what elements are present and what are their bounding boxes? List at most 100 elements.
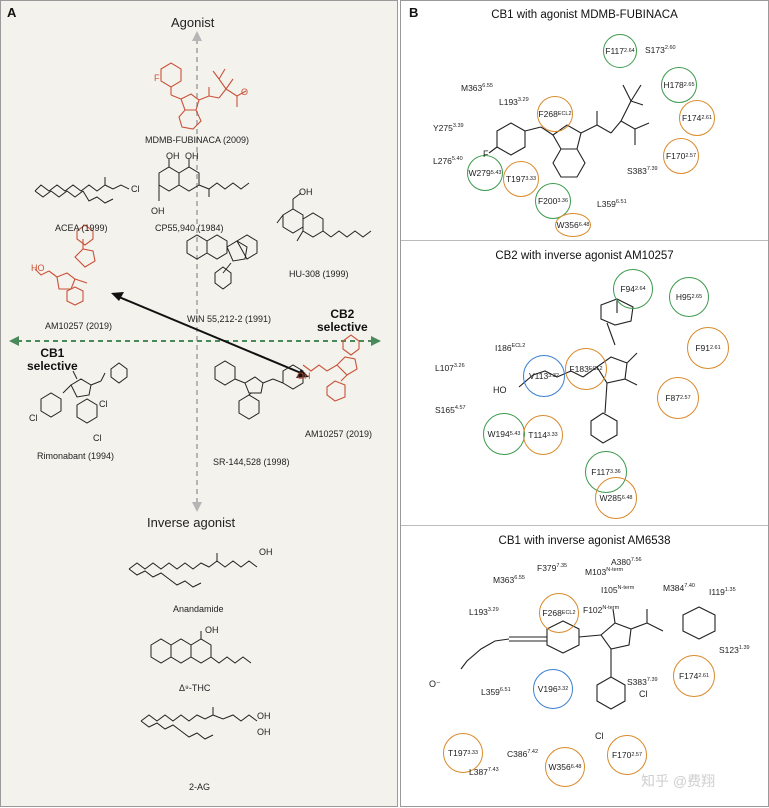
- atom-oh-cp-2: OH: [185, 151, 199, 161]
- residue-label: S1231.39: [719, 645, 750, 655]
- mdmb-fubinaca-caption: MDMB-FUBINACA (2009): [145, 135, 250, 145]
- acea-structure: [34, 177, 130, 204]
- atom-oh-anandamide: OH: [259, 547, 273, 557]
- atom-cl-rim-3: Cl: [93, 433, 102, 443]
- residue-label: M3847.40: [663, 583, 695, 593]
- atom-f-mdmb-b: F: [483, 149, 489, 159]
- residue-label: M3636.55: [461, 83, 493, 93]
- cp55940-caption: CP55,940 (1984): [155, 223, 224, 233]
- atom-cl-b-1: Cl: [639, 689, 648, 699]
- section-divider: [401, 525, 768, 526]
- am10257-right-structure: [302, 334, 360, 402]
- atom-oh-am-right: OH: [297, 371, 311, 381]
- residue-label: I186ECL2: [495, 343, 526, 353]
- residue-label: L1933.29: [499, 97, 529, 107]
- anandamide-caption: Anandamide: [173, 604, 224, 614]
- panel-a-structures: [9, 31, 381, 740]
- residue-label: I1191.35: [709, 587, 736, 597]
- section-title-cb1-agonist: CB1 with agonist MDMB-FUBINACA: [491, 9, 678, 21]
- win55212-caption: WIN 55,212-2 (1991): [187, 314, 272, 324]
- atom-oh-cp-1: OH: [166, 151, 180, 161]
- residue-label: S1654.57: [435, 405, 466, 415]
- cb2-selective-label: CB2 selective: [317, 307, 368, 334]
- residue-label: F3797.35: [537, 563, 568, 573]
- residue-label: S3837.39: [627, 677, 658, 687]
- win55212-structure: [186, 234, 258, 290]
- am10257-left-caption: AM10257 (2019): [45, 321, 113, 331]
- two-ag-structure: [140, 707, 258, 740]
- atom-cl-b-2: Cl: [595, 731, 604, 741]
- residue-label: M103N-term: [585, 567, 624, 577]
- cp55940-structure: [158, 159, 250, 201]
- sr144528-caption: SR-144,528 (1998): [213, 457, 290, 467]
- thc-caption: Δ⁹-THC: [179, 683, 211, 693]
- panel-a-label: A: [7, 5, 17, 20]
- down-arrow-icon: [192, 502, 202, 512]
- residue-label: I105N-term: [601, 585, 635, 595]
- panel-b: B CB1 with agonist MDMB-FUBINACA CB2 wit…: [400, 0, 769, 807]
- mdmb-fubinaca-structure: [160, 62, 247, 130]
- section-divider: [401, 240, 768, 241]
- two-ag-caption: 2-AG: [189, 782, 211, 792]
- residue-label: F102N-term: [583, 605, 620, 615]
- sr144528-structure: [214, 360, 304, 420]
- atom-oh-2ag-1: OH: [257, 711, 271, 721]
- residue-label: A3807.56: [611, 557, 642, 567]
- residue-label: C3867.42: [507, 749, 539, 759]
- am10257-right-caption: AM10257 (2019): [305, 429, 373, 439]
- atom-cl-acea: Cl: [131, 184, 140, 194]
- rimonabant-structure: [40, 362, 128, 424]
- atom-oh-2ag-2: OH: [257, 727, 271, 737]
- section-title-cb2-inverse: CB2 with inverse agonist AM10257: [495, 250, 674, 262]
- atom-ho-am-left: HO: [31, 263, 45, 273]
- am10257-left-structure: [34, 224, 96, 306]
- watermark: 知乎 @费翔: [641, 773, 716, 789]
- atom-oh-cp-3: OH: [151, 206, 165, 216]
- atom-ho-am10257-b: HO: [493, 385, 507, 395]
- ligand-am6538: [460, 606, 716, 710]
- residue-label: L3877.43: [469, 767, 499, 777]
- acea-caption: ACEA (1999): [55, 223, 108, 233]
- ligand-mdmb-fubinaca: [488, 84, 650, 178]
- cb1-selective-label: CB1 selective: [27, 346, 78, 373]
- hu308-structure: [276, 192, 372, 242]
- residue-label: S1732.60: [645, 45, 676, 55]
- inverse-agonist-label: Inverse agonist: [147, 515, 236, 530]
- atom-oh-hu: OH: [299, 187, 313, 197]
- atom-f-mdmb: F: [154, 73, 160, 83]
- residue-label: L3596.51: [597, 199, 627, 209]
- diagonal-arrow: [118, 296, 302, 374]
- residue-label: L1933.29: [469, 607, 499, 617]
- panel-a: A: [0, 0, 398, 807]
- panel-b-label: B: [409, 5, 419, 20]
- thc-structure: [150, 631, 252, 664]
- residue-label: Y2753.39: [433, 123, 464, 133]
- residue-label: L2765.40: [433, 156, 463, 166]
- diagonal-arrow-head-left: [111, 292, 124, 301]
- atom-o-mdmb: O: [241, 87, 249, 97]
- up-arrow-icon: [192, 31, 202, 41]
- section-title-cb1-inverse: CB1 with inverse agonist AM6538: [498, 535, 671, 547]
